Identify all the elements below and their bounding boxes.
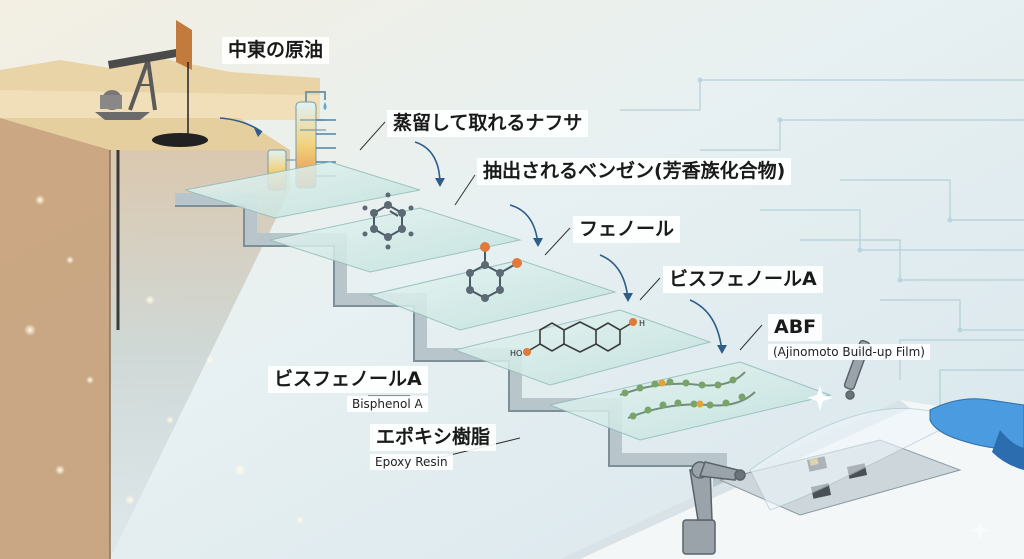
- benzene-ring-icon: [362, 192, 414, 250]
- label-crude-oil: 中東の原油: [222, 37, 330, 64]
- cliff-side: [0, 118, 110, 559]
- label-epoxy-en: Epoxy Resin: [370, 453, 453, 471]
- label-epoxy-group: エポキシ樹脂 Epoxy Resin: [370, 424, 497, 471]
- glove-hand-icon: [929, 398, 1024, 470]
- circuit-nodes: [697, 77, 963, 333]
- label-naphtha: 蒸留して取れるナフサ: [387, 110, 589, 137]
- bpa-oh-right-label: H: [639, 319, 645, 328]
- label-abf-subtitle: (Ajinomoto Build-up Film): [768, 343, 930, 361]
- phenol-molecule-icon: [466, 242, 522, 302]
- label-bisphenol-a-step: ビスフェノールA: [663, 266, 823, 293]
- plate-benzene: [268, 207, 522, 273]
- circuit-traces: [620, 79, 1024, 410]
- arrow-heads: [254, 128, 727, 354]
- glass-plates: [184, 161, 832, 441]
- label-bisphenol-a-en: Bisphenol A: [346, 395, 428, 413]
- label-bisphenol-a-group: ビスフェノールA Bisphenol A: [268, 366, 428, 413]
- label-epoxy-jp: エポキシ樹脂: [370, 424, 497, 451]
- plate-naphtha: [184, 161, 421, 219]
- stair-ribbon: [175, 193, 727, 559]
- label-abf-title: ABF: [768, 314, 823, 341]
- label-abf-group: ABF (Ajinomoto Build-up Film): [768, 314, 930, 361]
- oil-puddle: [152, 133, 208, 147]
- plate-epoxy: [548, 361, 832, 441]
- polymer-chain-icon: [619, 371, 756, 420]
- bpa-oh-left-label: HO: [510, 349, 522, 358]
- bisphenol-a-molecule-icon: [523, 318, 637, 356]
- label-bisphenol-a-jp: ビスフェノールA: [268, 366, 428, 393]
- plate-bpa: [453, 309, 712, 386]
- label-benzene: 抽出されるベンゼン(芳香族化合物): [477, 158, 792, 185]
- light-dots: [24, 195, 304, 524]
- cliff-top: [0, 118, 290, 150]
- robot-arm-icon: [682, 461, 746, 555]
- sparkle-icon: [807, 385, 990, 540]
- pumpjack-icon: [95, 20, 192, 135]
- label-phenol: フェノール: [573, 216, 681, 243]
